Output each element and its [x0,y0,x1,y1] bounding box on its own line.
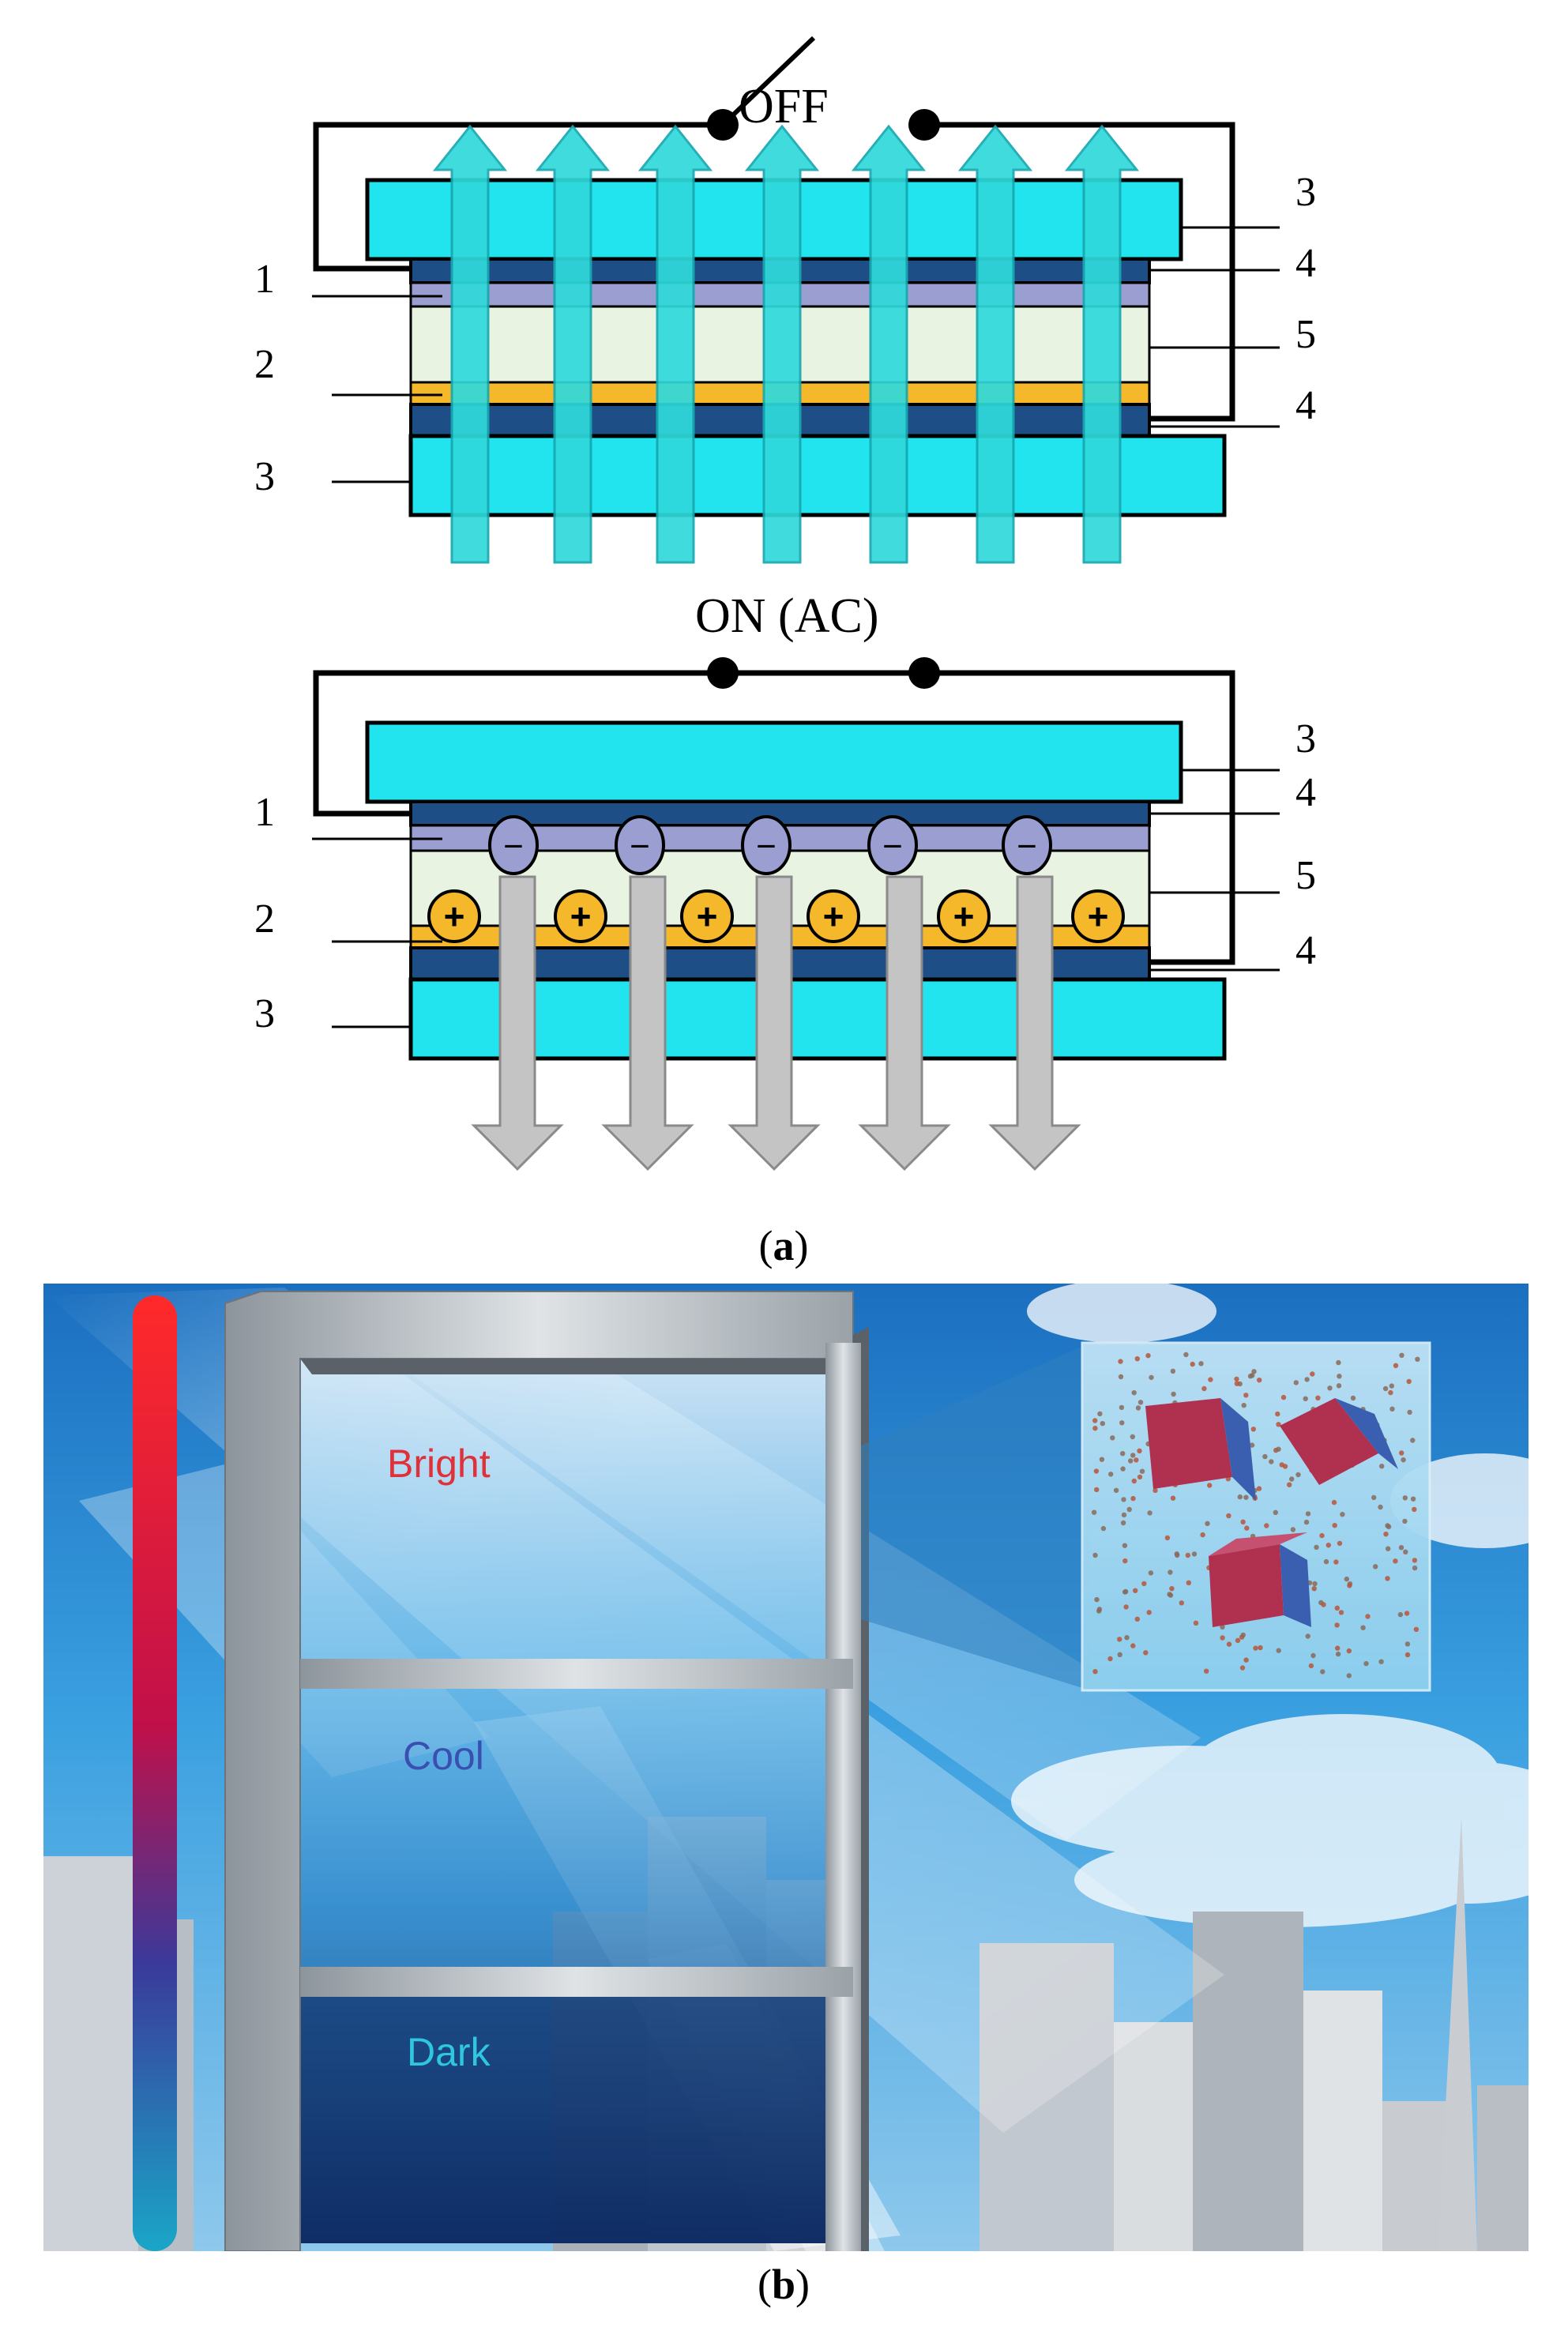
light-arrow-5 [851,124,927,564]
blocked-arrow-5 [988,875,1081,1171]
on-switch-terminal-right [908,657,940,689]
window-dark-section [300,1975,853,2243]
positive-ion-1: + [427,889,481,943]
off-switch-terminal-left [707,109,739,141]
on-label-r5: 5 [1295,853,1316,898]
svg-text:−: − [1017,827,1037,866]
light-arrow-3 [637,124,713,564]
off-label-3: 3 [254,454,275,499]
panel-b-illustration: Bright Cool Dark [43,1284,1529,2251]
on-bottom-glass [408,977,1227,1061]
blocked-arrow-4 [858,875,951,1171]
svg-text:+: + [823,896,844,937]
positive-ion-4: + [807,889,860,943]
negative-ions: −−−−− [488,815,1052,875]
blocked-arrow-1 [471,875,564,1171]
light-arrow-4 [744,124,820,564]
on-label-3: 3 [254,991,275,1036]
negative-ion-1: − [488,815,539,875]
positive-ion-5: + [937,889,991,943]
svg-text:+: + [697,896,718,937]
light-arrow-6 [957,124,1033,564]
nanocube-3 [1209,1532,1311,1627]
svg-text:+: + [1088,896,1109,937]
off-circuit-wire [313,122,723,272]
off-label-r4-top: 4 [1295,241,1316,286]
on-label-1: 1 [254,790,275,835]
off-label-r3: 3 [1295,170,1316,215]
negative-ion-3: − [741,815,792,875]
label-cool: Cool [403,1734,484,1778]
svg-text:+: + [444,896,465,937]
on-circuit-wire-right [723,670,1235,965]
negative-ion-4: − [867,815,918,875]
svg-text:−: − [630,827,650,866]
svg-text:−: − [756,827,776,866]
off-label-r5: 5 [1295,312,1316,357]
thermometer-bar [133,1295,177,2251]
svg-text:+: + [953,896,975,937]
on-top-glass [365,720,1183,804]
positive-ion-3: + [680,889,734,943]
off-switch-lever [720,36,816,127]
caption-b: (b) [758,2261,810,2308]
on-switch-label: ON (AC) [695,589,878,643]
light-arrow-7 [1064,124,1140,564]
panel-a-on-state: − − − − − + + + + + + [312,657,1280,1171]
off-leader-lines [312,226,1280,483]
svg-text:+: + [570,896,592,937]
on-circuit-wire [313,670,723,817]
on-label-2: 2 [254,897,275,942]
nanoparticle-inset [1081,1341,1431,1692]
blocked-arrow-2 [601,875,694,1171]
svg-text:−: − [882,827,903,866]
nanocube-1 [1145,1398,1256,1501]
window-frame [224,1291,869,2251]
panel-a-off-state [312,36,1280,564]
nanocube-2 [1280,1398,1398,1485]
off-label-r4-bottom: 4 [1295,383,1316,428]
light-arrow-2 [535,124,611,564]
negative-ion-5: − [1002,815,1052,875]
blocked-arrow-3 [728,875,821,1171]
off-switch-label: OFF [739,80,829,133]
on-label-r4-bottom: 4 [1295,928,1316,973]
off-light-arrows [432,124,1140,564]
on-label-r3: 3 [1295,716,1316,761]
panel-a-text: OFF 1 2 3 3 4 5 4 ON (AC) 1 2 3 3 4 5 4 … [254,80,1316,1269]
zoom-projection [861,1343,1090,1690]
positive-ions: + + + + + + [427,889,1125,943]
caption-a: (a) [759,1222,809,1269]
off-circuit-wire-right [924,122,1235,422]
on-blocked-arrows [471,875,1081,1171]
light-arrow-1 [432,124,508,564]
positive-ion-2: + [554,889,607,943]
off-label-2: 2 [254,342,275,387]
on-switch-terminal-left [707,657,739,689]
on-leader-lines [312,769,1280,1028]
positive-ion-6: + [1071,889,1125,943]
off-switch-terminal-right [908,109,940,141]
label-dark: Dark [407,2030,491,2074]
off-label-1: 1 [254,257,275,302]
svg-text:−: − [503,827,524,866]
on-label-r4-top: 4 [1295,770,1316,815]
label-bright: Bright [387,1442,491,1486]
negative-ion-2: − [615,815,665,875]
